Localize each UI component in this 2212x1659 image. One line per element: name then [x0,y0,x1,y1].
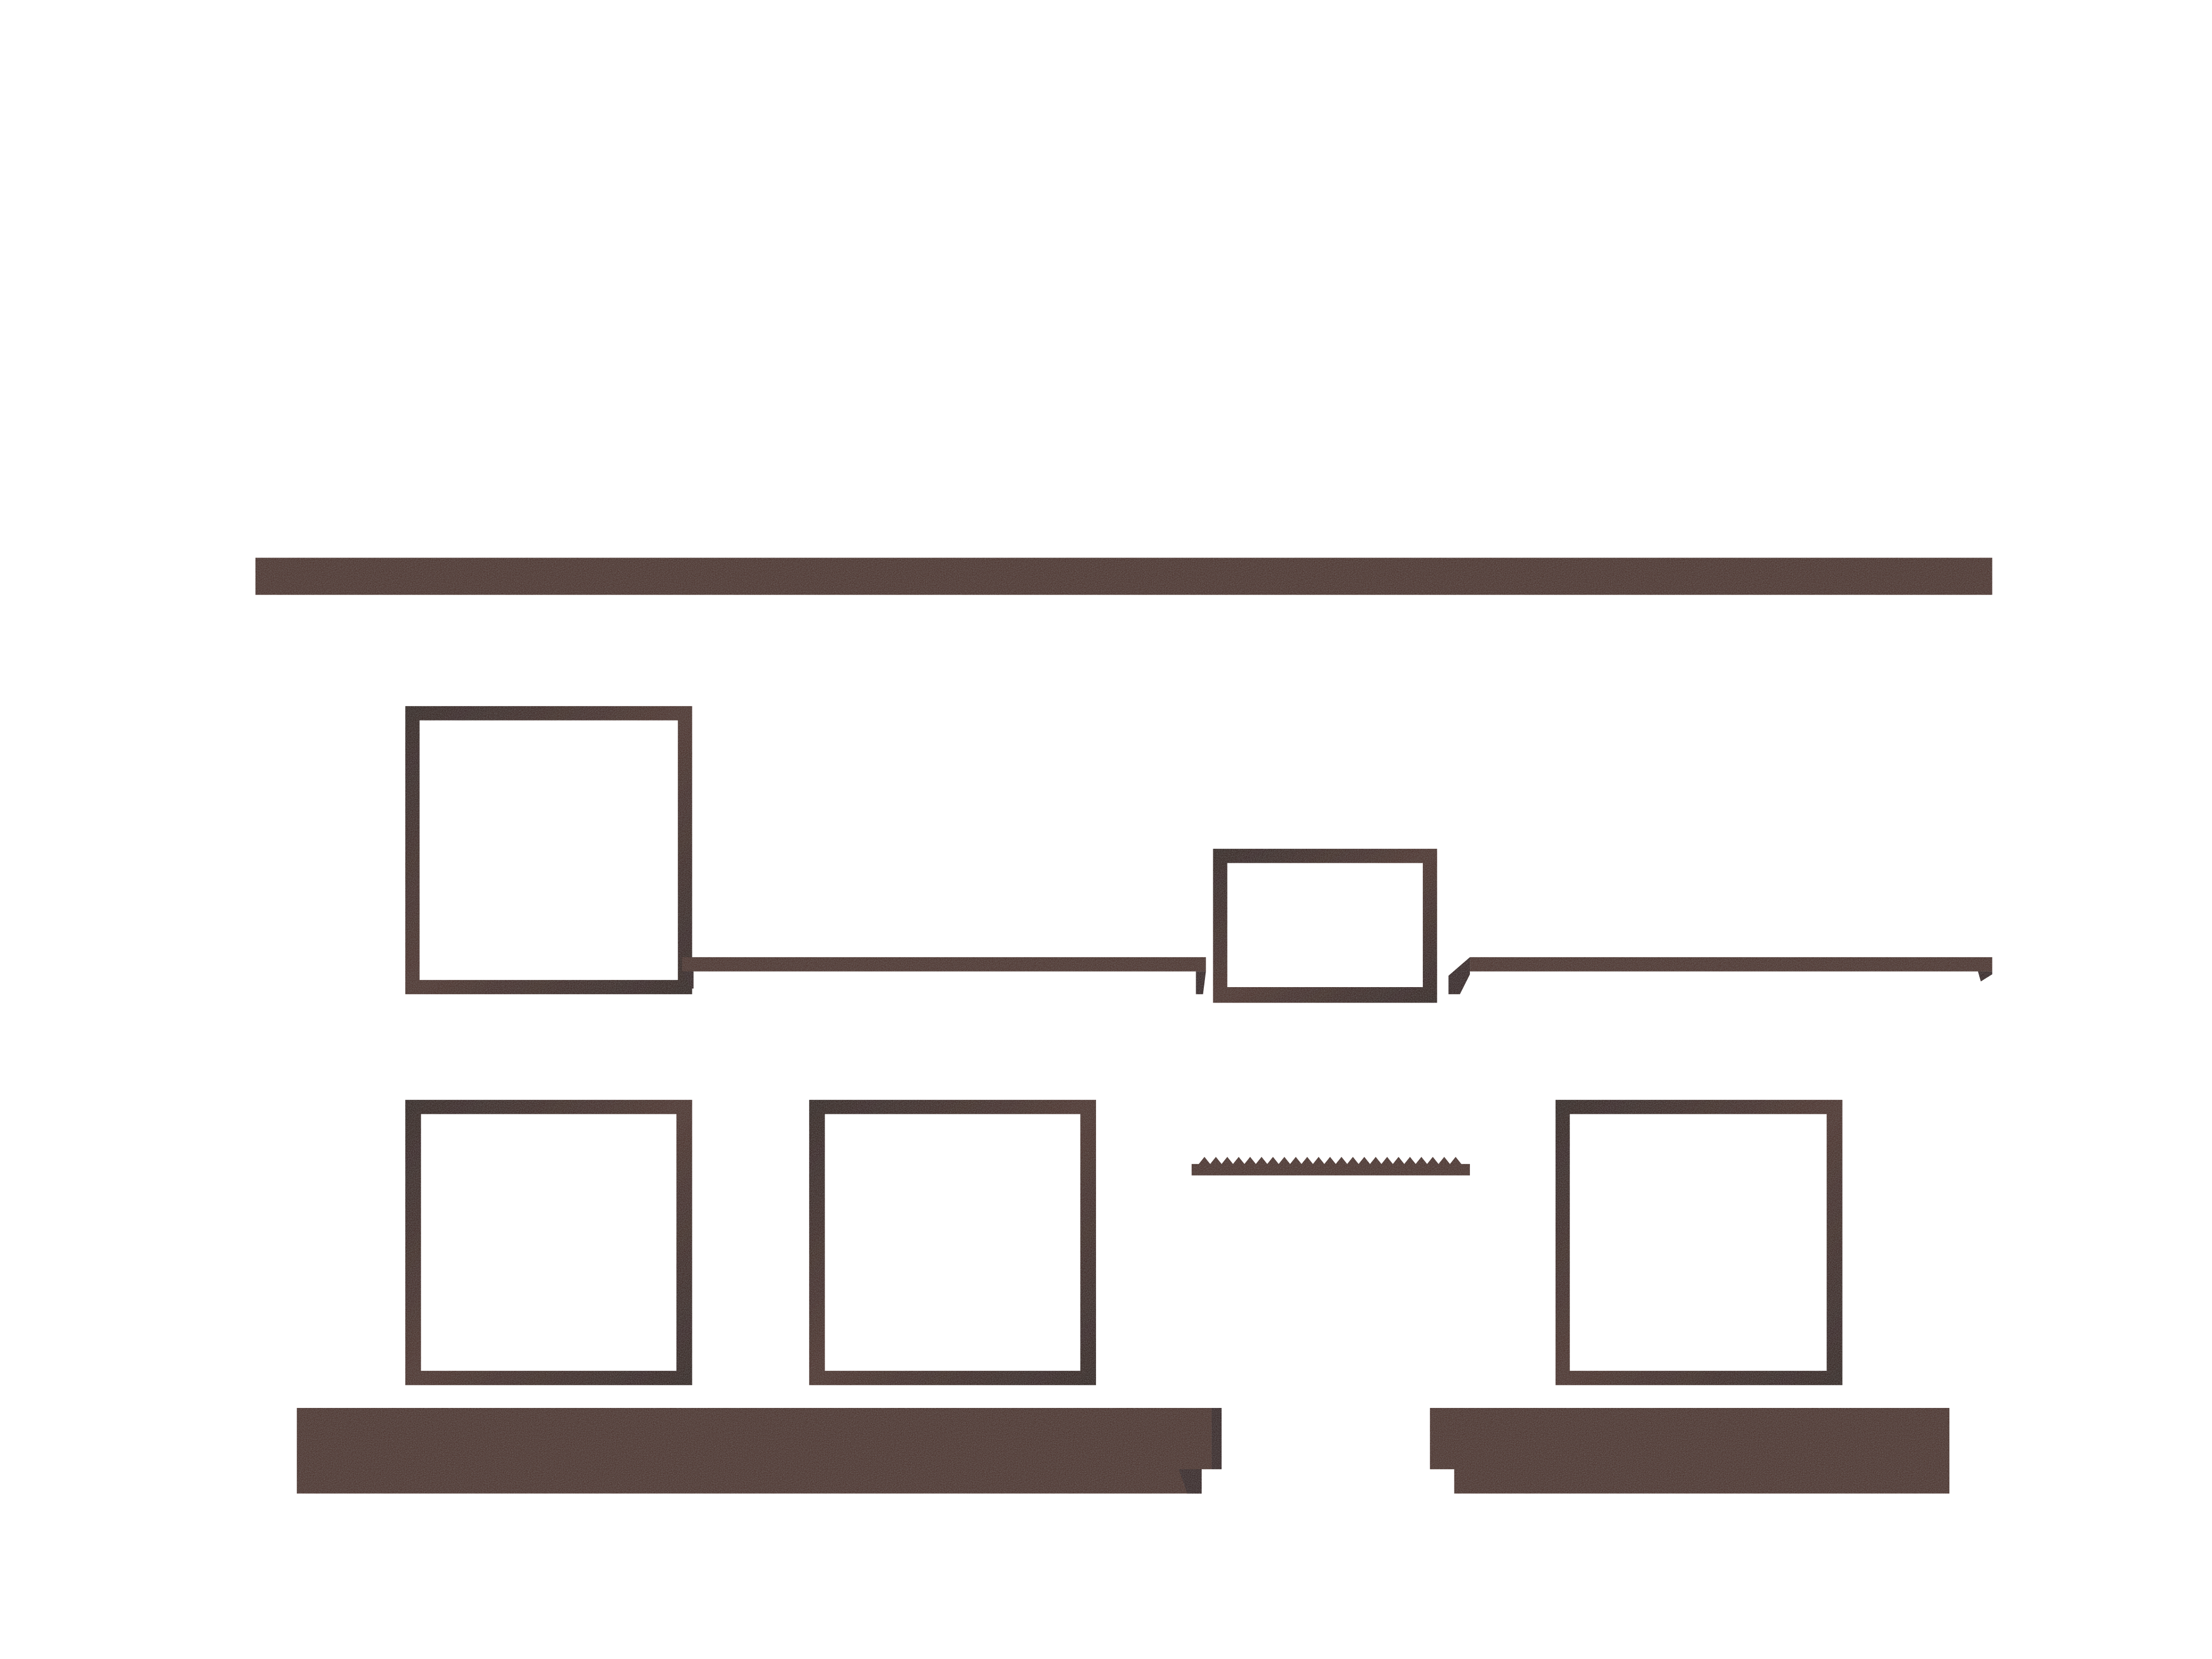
frame-square-middle-left [405,706,692,994]
frame-square-lower-1 [405,1099,692,1385]
lower-row [405,1099,1843,1385]
top-shelf [255,557,1992,595]
bottom-shelf-left [296,1408,1222,1494]
frame-square-lower-2 [809,1099,1096,1385]
middle-row [405,706,1992,1003]
thin-shelf-middle-right [1448,957,1992,994]
frame-small-center [1213,848,1437,1003]
frame-square-lower-3 [1555,1099,1843,1385]
bottom-shelves [296,1408,1950,1494]
serrated-strip [1191,1157,1470,1176]
bottom-shelf-right [1430,1408,1950,1494]
thin-shelf-middle-left [682,957,1206,994]
